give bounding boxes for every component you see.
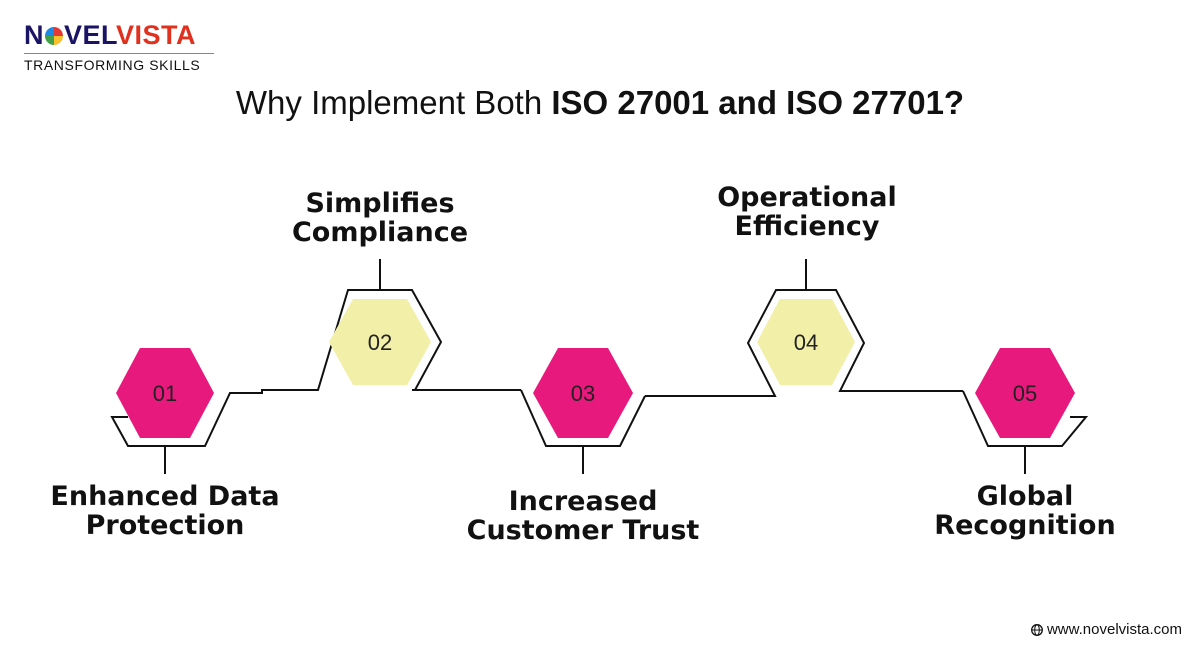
hex-3-number: 03 <box>571 381 595 406</box>
footer-website: www.novelvista.com <box>1031 621 1182 638</box>
step-4-label-line1: Operational <box>717 182 897 213</box>
hex-1-shape <box>116 348 214 438</box>
hex-3-shape <box>533 348 633 438</box>
step-3: 03 <box>520 348 646 474</box>
hex-4-shape <box>757 299 855 385</box>
page-title: Why Implement Both ISO 27001 and ISO 277… <box>0 84 1200 122</box>
hex-2-number: 02 <box>368 330 392 355</box>
hex-5-number: 05 <box>1013 381 1037 406</box>
step-5-label-line2: Recognition <box>934 510 1116 541</box>
step-4-label: Operational Efficiency <box>662 183 952 241</box>
step-1-label-line2: Protection <box>85 510 245 541</box>
step-5-label-line1: Global <box>976 481 1074 512</box>
title-bold: ISO 27001 and ISO 27701? <box>551 84 965 121</box>
step-5-label: Global Recognition <box>900 482 1150 540</box>
step-4-label-line2: Efficiency <box>734 211 880 242</box>
step-2: 02 <box>262 259 521 391</box>
globe-icon <box>1031 623 1043 636</box>
logo-vista: VISTA <box>116 20 197 50</box>
step-1: 01 <box>110 348 263 474</box>
step-1-label-line1: Enhanced Data <box>50 481 280 512</box>
step-4: 04 <box>746 259 866 397</box>
hex-5-shape <box>975 348 1075 438</box>
logo-wordmark: NOVELVISTA <box>24 20 214 50</box>
logo-letter-n: N <box>24 20 44 50</box>
step-5: 05 <box>962 348 1089 474</box>
hex-5-outline <box>962 390 1089 447</box>
step-2-label-line2: Compliance <box>291 217 469 248</box>
brand-logo: NOVELVISTA TRANSFORMING SKILLS <box>24 20 214 73</box>
step-2-label-line1: Simplifies <box>305 188 455 219</box>
logo-vel: VEL <box>64 20 117 50</box>
hex-4-number: 04 <box>794 330 818 355</box>
hex-1-outline <box>110 389 263 447</box>
hex-2-outline <box>262 289 521 391</box>
logo-tagline: TRANSFORMING SKILLS <box>24 53 214 73</box>
step-3-label: Increased Customer Trust <box>433 487 733 545</box>
step-2-label: Simplifies Compliance <box>240 189 520 247</box>
title-normal: Why Implement Both <box>235 84 552 121</box>
hex-1-number: 01 <box>153 381 177 406</box>
step-3-label-line1: Increased <box>508 486 658 517</box>
hex-2-shape <box>329 299 431 385</box>
step-1-label: Enhanced Data Protection <box>25 482 305 540</box>
website-link[interactable]: www.novelvista.com <box>1046 621 1182 638</box>
logo-o-icon: O <box>45 27 63 45</box>
step-3-label-line2: Customer Trust <box>466 515 700 546</box>
